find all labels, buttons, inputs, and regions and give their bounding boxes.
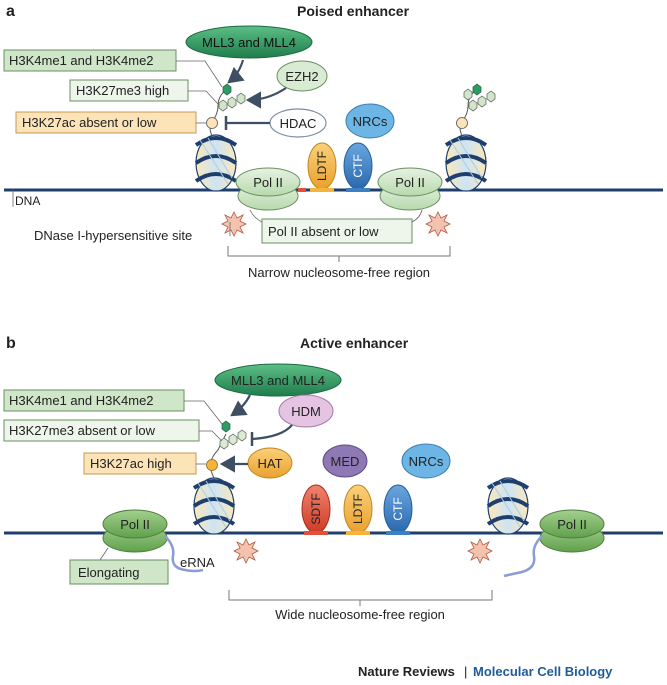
dnase-site-left-b (233, 538, 259, 564)
h3k27me3-mark (218, 99, 228, 112)
histone-tail-b (206, 420, 247, 479)
h3k4-mark-b (221, 420, 231, 433)
ldtf-label: LDTF (315, 151, 329, 181)
pol2-absent-label: Pol II absent or low (268, 224, 379, 239)
h3k27me3-label: H3K27me3 high (76, 83, 169, 98)
footer-subjournal: Molecular Cell Biology (473, 664, 613, 679)
hdac-label: HDAC (280, 116, 317, 131)
mll3-mll4-label: MLL3 and MLL4 (202, 35, 296, 50)
dnase-site-right (425, 211, 451, 237)
dnase-label: DNase I-hypersensitive site (34, 228, 192, 243)
h3k27ac-mark (206, 117, 218, 129)
h3k27ac-mark-b (206, 459, 218, 471)
mll3-mll4-label-b: MLL3 and MLL4 (231, 373, 325, 388)
med-label: MED (331, 454, 360, 469)
elongating-label: Elongating (78, 565, 139, 580)
panel-a: a Poised enhancer DNA (3, 3, 663, 280)
nfr-bracket-a (227, 246, 451, 262)
h3k27ac-label-b: H3K27ac high (90, 456, 172, 471)
pol2-absent-box (261, 218, 413, 244)
h3k27ac-label: H3K27ac absent or low (22, 115, 157, 130)
footer-separator: | (464, 664, 467, 679)
h3k27me3-box (69, 79, 189, 102)
histone-tail-right (456, 83, 496, 137)
pol2-right: Pol II (377, 167, 443, 211)
hdm-inhibition (251, 424, 293, 441)
pol2-left-label: Pol II (253, 175, 283, 190)
h3k4me-box (3, 49, 177, 72)
pol2-left-b-label: Pol II (120, 517, 150, 532)
ctf-label-b: CTF (391, 497, 405, 520)
panel-b-title: Active enhancer (300, 335, 409, 351)
nrcs-label-b: NRCs (409, 454, 444, 469)
nrcs-complex (345, 103, 395, 139)
hdm-enzyme (278, 394, 334, 428)
h3k4me-box-b (3, 389, 185, 412)
nucleosome-left (194, 134, 238, 192)
h3k4me-label: H3K4me1 and H3K4me2 (9, 53, 154, 68)
dnase-site-right-b (467, 538, 493, 564)
erna-transcript-right (503, 535, 543, 578)
panel-a-title: Poised enhancer (297, 3, 410, 19)
h3k27ac-box-b (83, 452, 197, 475)
pol2-right-b-label: Pol II (557, 517, 587, 532)
ctf-label: CTF (351, 154, 365, 177)
h3k27ac-box (15, 111, 197, 134)
sdtf-label: SDTF (309, 493, 323, 524)
pol2-left: Pol II (235, 167, 301, 211)
nfr-bracket-b (228, 590, 493, 606)
h3k4me-label-b: H3K4me1 and H3K4me2 (9, 393, 154, 408)
panel-a-letter: a (6, 3, 15, 20)
mll3-mll4-complex-b (214, 363, 342, 397)
nrcs-complex-b (401, 443, 451, 479)
nucleosome-right (444, 134, 488, 192)
h3k27me3-mark-3 (236, 92, 246, 105)
ldtf-label-b: LDTF (351, 494, 365, 524)
footer-journal: Nature Reviews (358, 664, 455, 679)
ezh2-enzyme (276, 60, 328, 92)
pol2-right-b: Pol II (539, 509, 605, 553)
med-complex (322, 444, 368, 478)
h3k27me3-mark-2 (227, 96, 237, 109)
pol2-right-label: Pol II (395, 175, 425, 190)
erna-label: eRNA (180, 555, 215, 570)
elongating-box (69, 559, 169, 585)
h3k4-mark (222, 83, 232, 96)
nucleosome-right-b (486, 477, 530, 535)
nrcs-label: NRCs (353, 114, 388, 129)
hdm-label: HDM (291, 404, 321, 419)
hat-label: HAT (257, 456, 282, 471)
pol2-left-b: Pol II (102, 509, 168, 553)
dna-label: DNA (15, 194, 40, 208)
ezh2-label: EZH2 (285, 69, 318, 84)
erna-transcript-left (164, 535, 204, 573)
histone-tail-left (206, 83, 246, 137)
h3k27me3-label-b: H3K27me3 absent or low (9, 423, 156, 438)
nucleosome-left-b (192, 477, 236, 535)
nfr-label-b: Wide nucleosome-free region (275, 607, 445, 622)
nfr-label-a: Narrow nucleosome-free region (248, 265, 430, 280)
panel-b: b Active enhancer MLL3 and MLL4 H3 (3, 335, 663, 622)
h3k27me3-box-b (3, 419, 200, 442)
panel-b-letter: b (6, 335, 16, 352)
mll3-mll4-complex (185, 25, 313, 59)
footer: Nature Reviews | Molecular Cell Biology (358, 664, 613, 679)
dnase-site-left (221, 211, 247, 237)
